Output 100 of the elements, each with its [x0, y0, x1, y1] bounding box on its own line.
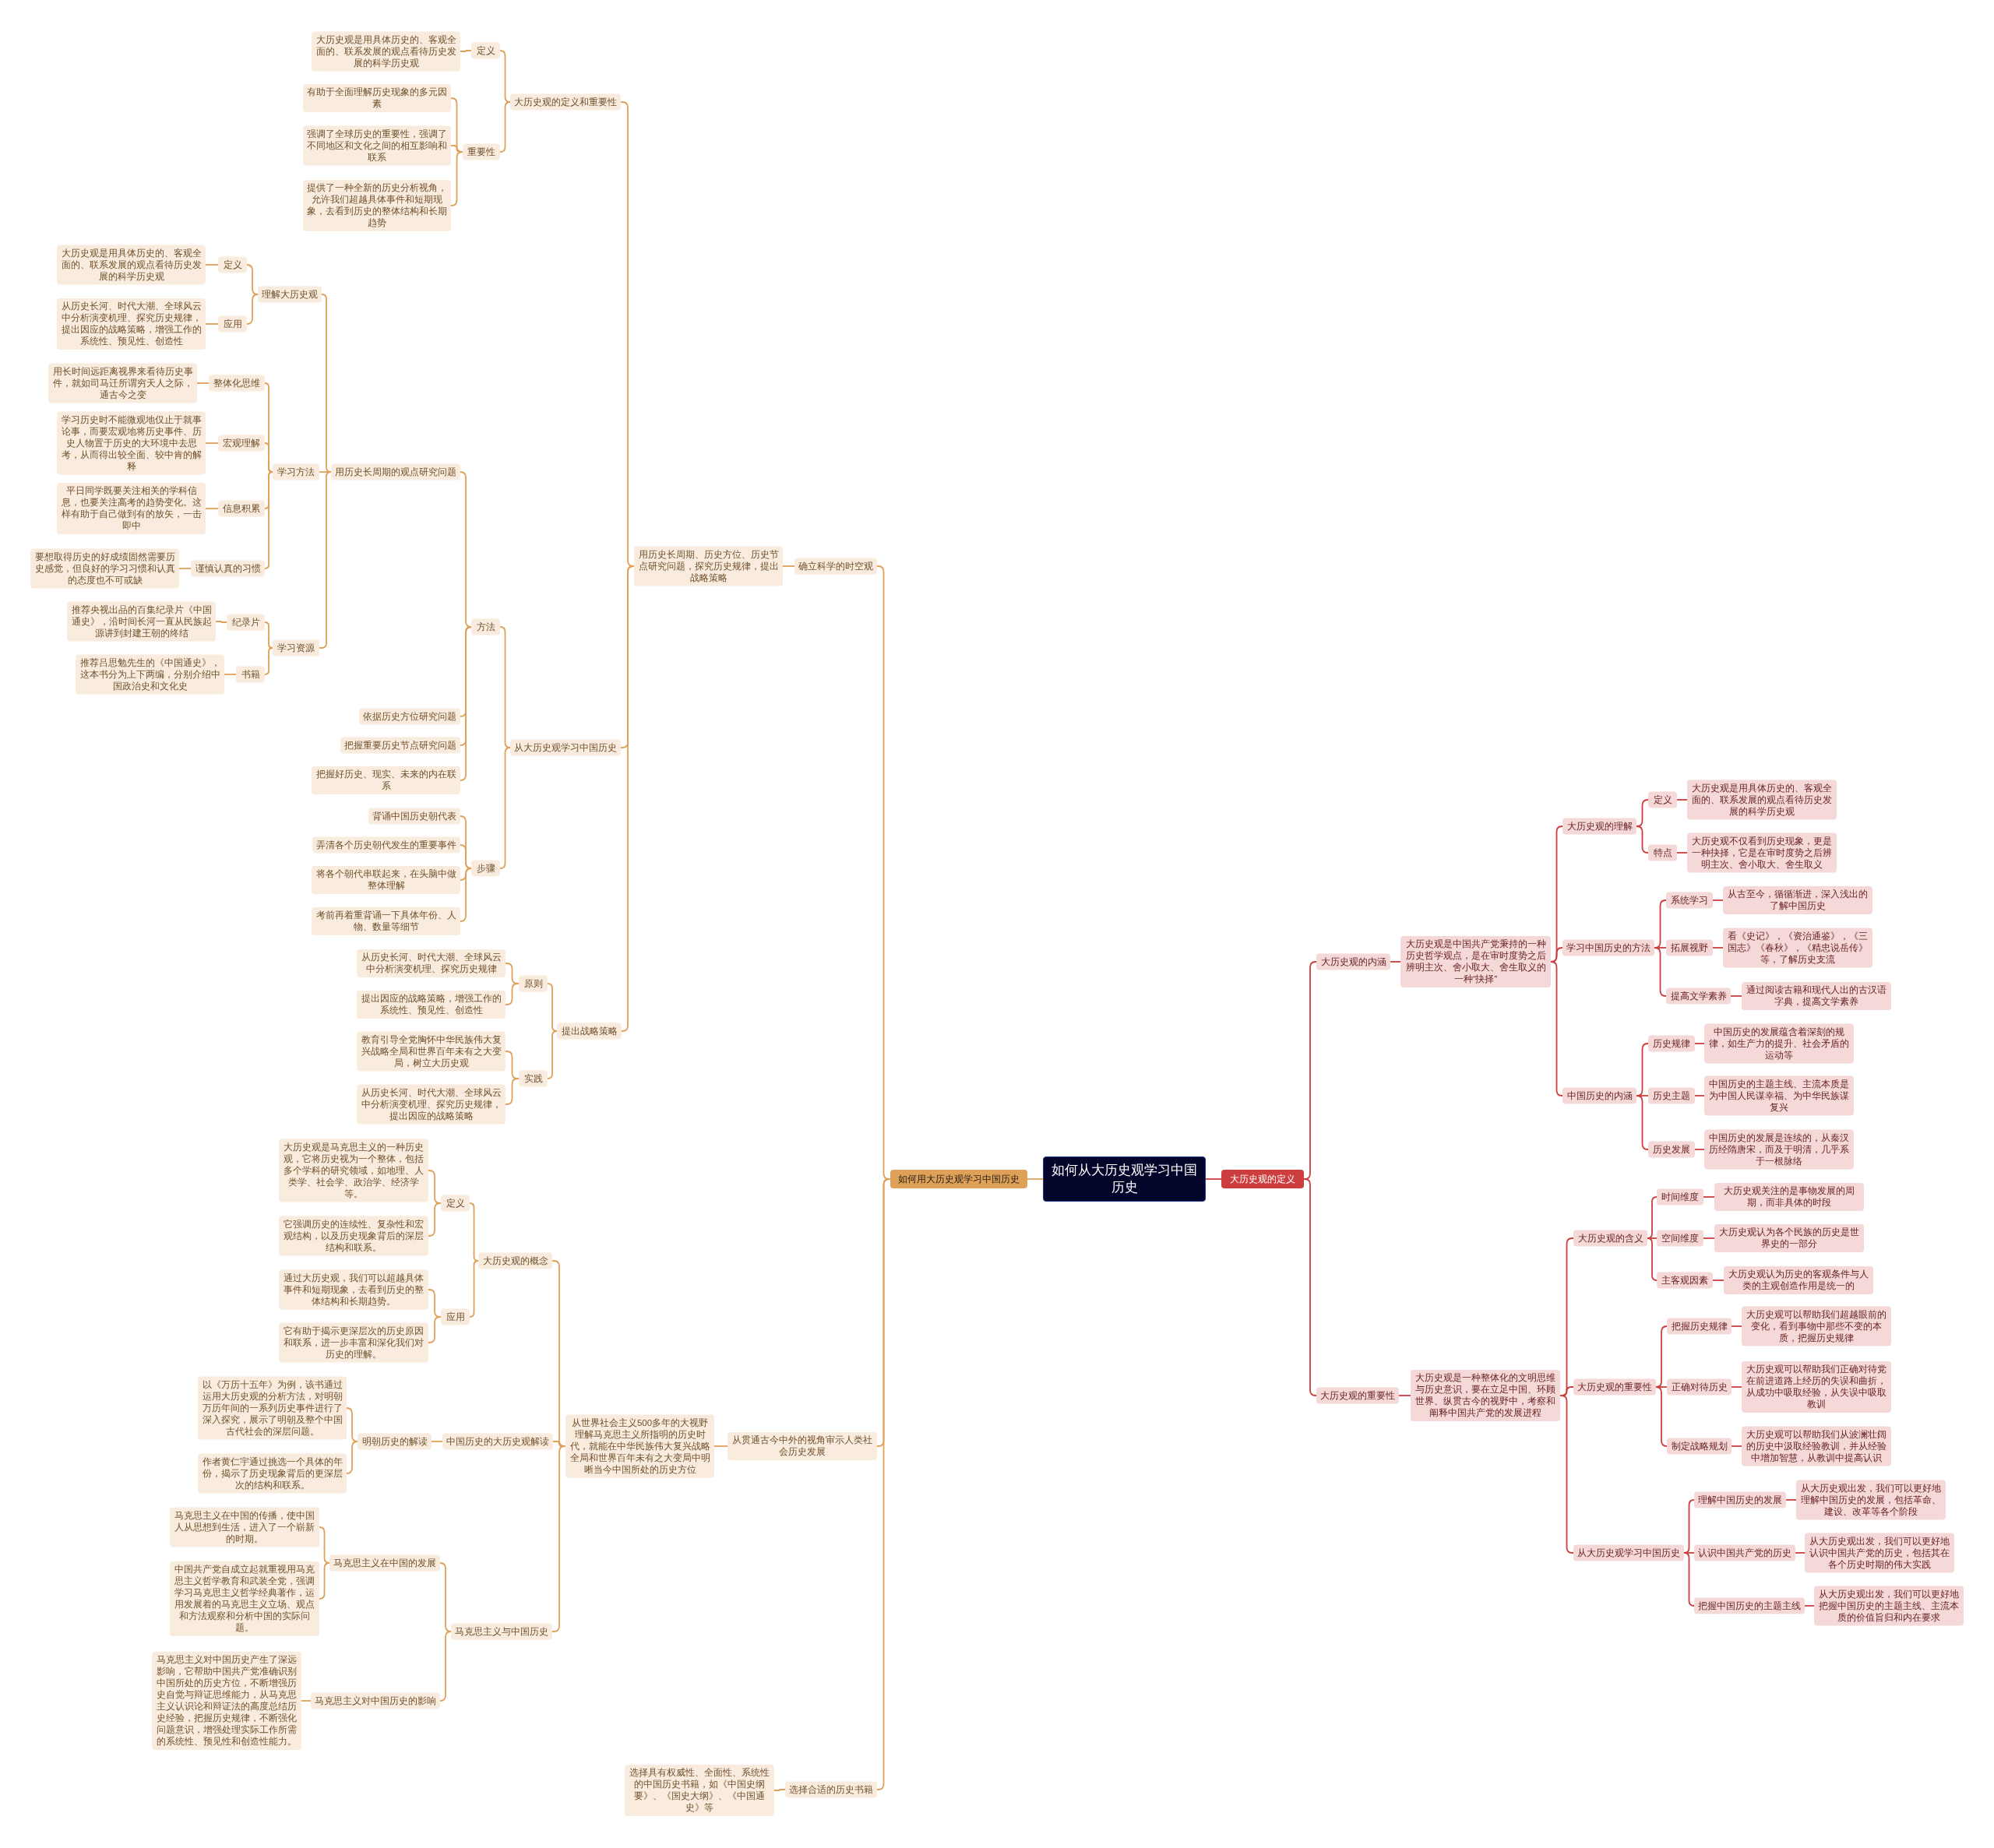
main-topic: 大历史观的定义	[1221, 1170, 1304, 1188]
connector-line	[1654, 947, 1667, 997]
connector-line	[1694, 1043, 1705, 1044]
subtopic: 马克思主义对中国历史的影响	[311, 1692, 440, 1709]
subtopic: 大历史观是用具体历史的、客观全面的、联系发展的观点看待历史发展的科学历史观	[1687, 780, 1837, 820]
subtopic: 通过阅读古籍和现代人出的古汉语字典，提高文学素养	[1742, 982, 1891, 1010]
connector-line	[1655, 1386, 1668, 1447]
subtopic: 纪录片	[227, 614, 265, 631]
subtopic: 大历史观不仅看到历史现象，更是一种抉择，它是在审时度势之后辨明主次、舍小取大、舍生取义	[1687, 832, 1837, 873]
subtopic: 主客观因素	[1657, 1272, 1713, 1289]
connector-line	[1676, 799, 1688, 801]
subtopic: 大历史观的内涵	[1316, 953, 1390, 970]
subtopic: 大历史观的理解	[1562, 818, 1636, 835]
subtopic: 历史规律	[1648, 1035, 1695, 1052]
connector-line	[301, 1700, 312, 1702]
connector-line	[264, 442, 273, 473]
connector-line	[1712, 1280, 1724, 1281]
connector-line	[782, 565, 795, 567]
subtopic: 它强调历史的连续性、复杂性和宏观结构，以及历史现象背后的深层结构和联系。	[279, 1216, 428, 1256]
subtopic: 以《万历十五年》为例，该书通过运用大历史观的分析方法，对明朝万历年间的一系列历史事件进行了深入探究，展示了明朝及整个中国古代社会的深层问题。	[198, 1376, 347, 1440]
subtopic: 中国历史的内涵	[1562, 1087, 1636, 1104]
subtopic: 定义	[1648, 791, 1677, 808]
connector-line	[713, 1445, 728, 1447]
connector-line	[1694, 1149, 1705, 1150]
subtopic: 它有助于揭示更深层次的历史原因和联系，进一步丰富和深化我们对历史的理解。	[279, 1322, 428, 1363]
subtopic: 中国历史的大历史观解读	[442, 1433, 553, 1450]
subtopic: 时间维度	[1657, 1188, 1703, 1206]
subtopic: 大历史观的重要性	[1316, 1387, 1399, 1404]
subtopic: 提出因应的战略策略，增强工作的系统性、预见性、创造性	[357, 991, 506, 1019]
subtopic: 大历史观是一种整体化的文明思维与历史意识，要在立足中国、环顾世界、纵贯古今的视野中，考察和阐释中国共产党的发展进程	[1411, 1370, 1560, 1421]
connector-line	[431, 1441, 443, 1442]
subtopic: 依据历史方位研究问题	[359, 708, 460, 725]
subtopic: 历史发展	[1648, 1141, 1695, 1158]
connector-line	[551, 1445, 566, 1632]
connector-line	[428, 1202, 442, 1237]
subtopic: 从大历史观学习中国历史	[510, 739, 621, 756]
connector-line	[1205, 1178, 1222, 1180]
connector-line	[460, 50, 472, 52]
subtopic: 选择具有权威性、全面性、系统性的中国历史书籍，如《中国史纲要》、《国史大纲》、《中国通史》等	[625, 1765, 774, 1816]
connector-line	[1795, 1552, 1806, 1554]
subtopic: 提高文学素养	[1666, 987, 1731, 1005]
connector-line	[205, 508, 219, 509]
subtopic: 大历史观认为各个民族的历史是世界史的一部分	[1714, 1224, 1864, 1252]
connector-line	[450, 151, 463, 206]
connector-line	[205, 264, 219, 266]
subtopic: 提供了一种全新的历史分析视角，允许我们超越具体事件和短期现象，去看到历史的整体结构和长期趋势	[303, 180, 451, 231]
subtopic: 重要性	[463, 143, 500, 160]
subtopic: 大历史观可以帮助我们正确对待党在前进道路上经历的失误和曲折，从成功中吸取经验，从失误中吸取教训	[1742, 1361, 1891, 1413]
subtopic: 拓展视野	[1666, 939, 1713, 956]
connector-line	[1804, 1605, 1815, 1607]
subtopic: 大历史观是中国共产党秉持的一种历史哲学观点，是在审时度势之后辨明主次、舍小取大、舍生取义的一种“抉择”	[1400, 936, 1551, 987]
subtopic: 大历史观可以帮助我们从波澜壮阔的历史中汲取经验教训，并从经验中增加智慧，从教训中提高认识	[1742, 1426, 1891, 1466]
subtopic: 大历史观的含义	[1573, 1230, 1647, 1247]
subtopic: 整体化思维	[209, 375, 265, 392]
connector-line	[215, 621, 227, 623]
subtopic: 理解大历史观	[258, 286, 322, 303]
subtopic: 大历史观是用具体历史的、客观全面的、联系发展的观点看待历史发展的科学历史观	[57, 245, 206, 285]
subtopic: 中国历史的主题主线、主流本质是为中国人民谋幸福、为中华民族谋复兴	[1704, 1075, 1854, 1116]
subtopic: 有助于全面理解历史现象的多元因素	[303, 84, 451, 112]
connector-line	[1683, 1552, 1695, 1607]
subtopic: 从历史长河、时代大潮、全球风云中分析演变机理、探究历史规律，提出因应的战略策略	[357, 1084, 506, 1125]
connector-line	[505, 1078, 520, 1105]
connector-line	[1027, 1178, 1044, 1180]
connector-line	[1390, 961, 1401, 963]
subtopic: 弄清各个历史朝代发生的重要事件	[312, 836, 460, 854]
subtopic: 大历史观可以帮助我们超越眼前的变化，看到事物中那些不变的本质，把握历史规律	[1742, 1306, 1891, 1346]
connector-line	[1731, 1445, 1742, 1447]
connector-line	[1647, 1237, 1658, 1281]
connector-line	[1731, 1325, 1742, 1327]
subtopic: 原则	[519, 975, 548, 992]
connector-line	[1703, 1237, 1715, 1239]
subtopic: 从大历史观学习中国历史	[1573, 1544, 1684, 1561]
subtopic: 把握好历史、现实、未来的内在联系	[312, 766, 460, 794]
subtopic: 定义	[441, 1195, 470, 1212]
subtopic: 理解中国历史的发展	[1694, 1491, 1786, 1508]
subtopic: 把握重要历史节点研究问题	[340, 737, 460, 754]
connector-line	[1636, 1095, 1649, 1150]
central-topic: 如何从大历史观学习中国历史	[1043, 1156, 1206, 1202]
connector-line	[469, 1260, 479, 1318]
subtopic: 实践	[519, 1070, 548, 1087]
subtopic: 谨慎认真的习惯	[191, 560, 265, 577]
main-topic: 如何用大历史观学习中国历史	[890, 1170, 1027, 1188]
subtopic: 宏观理解	[218, 435, 265, 452]
subtopic: 要想取得历史的好成绩固然需要历史感觉，但良好的学习习惯和认真的态度也不可或缺	[30, 548, 179, 589]
connector-line	[1731, 1386, 1742, 1388]
subtopic: 从世界社会主义500多年的大视野理解马克思主义所指明的历史时代，就能在中华民族伟大复兴战略全局和世界百年未有之大变局中明晰当今中国所处的历史方位	[565, 1414, 714, 1478]
subtopic: 大历史观的重要性	[1573, 1378, 1656, 1396]
subtopic: 用历史长周期、历史方位、历史节点研究问题，探究历史规律，提出战略策略	[634, 546, 783, 586]
connector-line	[1676, 852, 1688, 854]
subtopic: 从古至今，循循渐进，深入浅出的了解中国历史	[1723, 886, 1872, 914]
subtopic: 中国共产党自成立起就重视用马克思主义哲学教育和武装全党，强调学习马克思主义哲学经典著作，运用发展着的马克思主义立场、观点和方法观察和分析中国的实际问题。	[170, 1561, 319, 1636]
connector-line	[205, 323, 219, 325]
subtopic: 正确对待历史	[1667, 1378, 1732, 1396]
subtopic: 学习资源	[273, 639, 319, 656]
subtopic: 特点	[1648, 844, 1677, 861]
subtopic: 把握历史规律	[1667, 1318, 1732, 1335]
subtopic: 马克思主义在中国的发展	[329, 1554, 440, 1572]
connector-line	[1303, 1178, 1317, 1396]
subtopic: 系统学习	[1666, 892, 1713, 909]
subtopic: 从贯通古今中外的视角审示人类社会历史发展	[727, 1432, 877, 1460]
